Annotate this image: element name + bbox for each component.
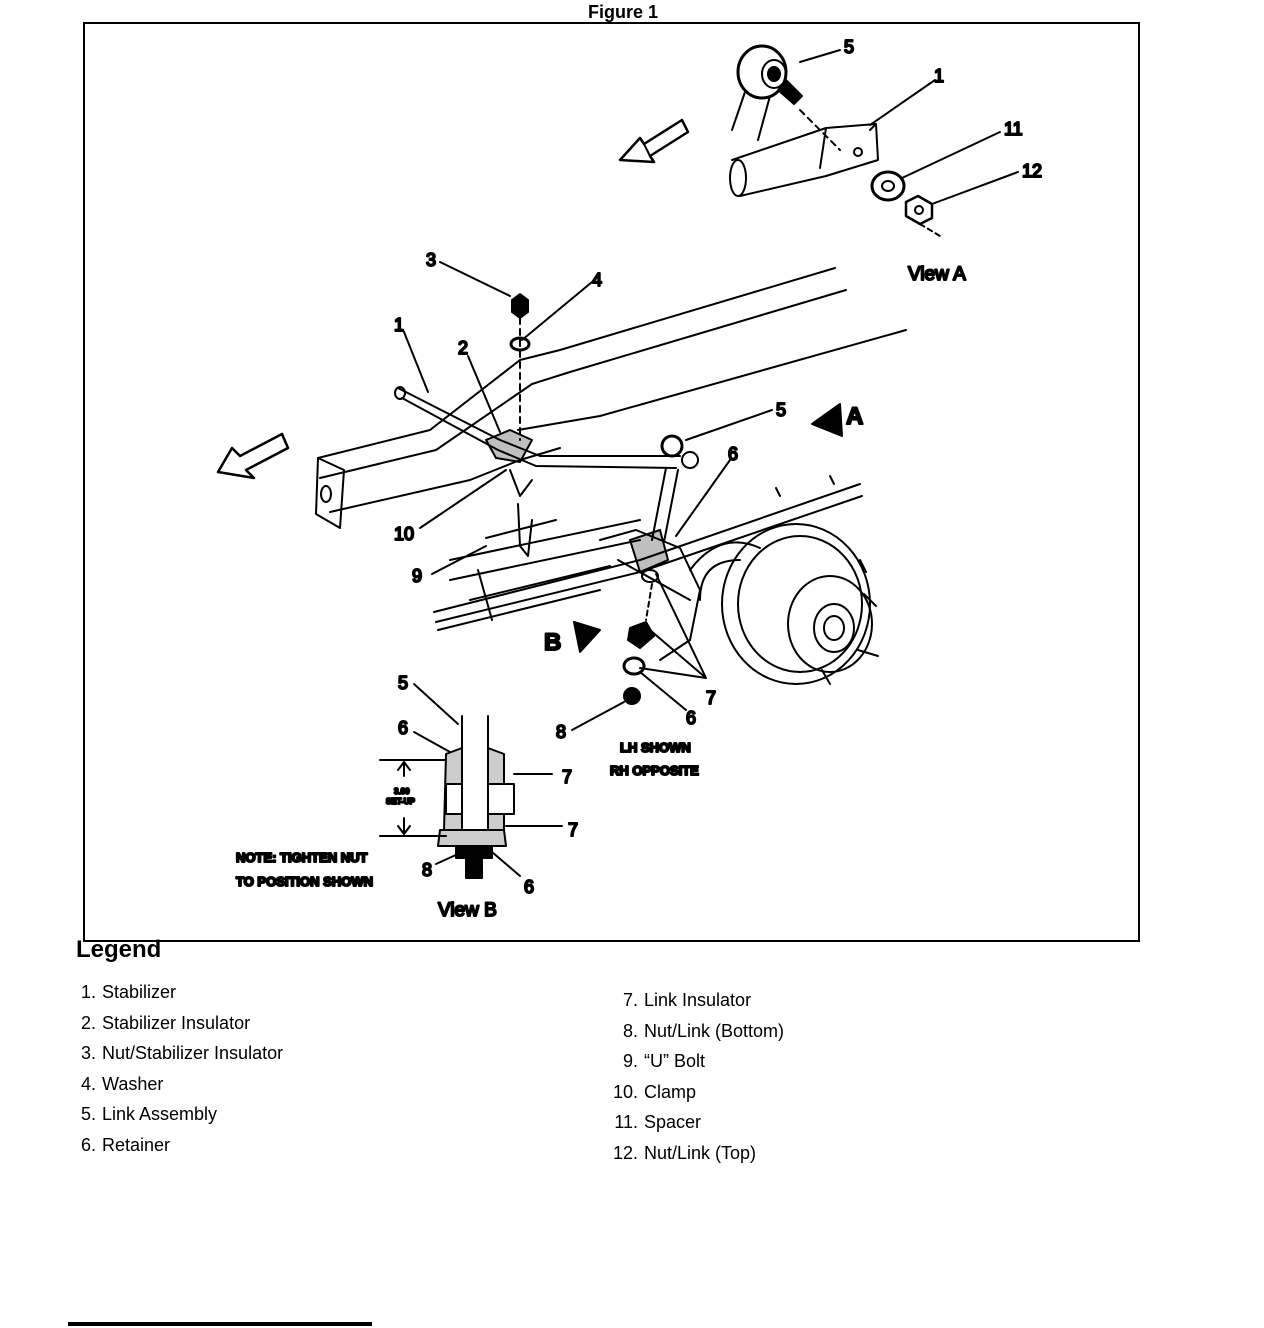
legend-item-number: 5. <box>80 1104 96 1124</box>
legend-item-text: Spacer <box>644 1112 702 1132</box>
callout-12-view-a: 12 <box>1022 161 1042 181</box>
legend-item-number: 4. <box>80 1073 96 1094</box>
callout-6: 6 <box>728 444 738 464</box>
legend-item: 1. Stabilizer <box>68 982 283 1013</box>
callout-4: 4 <box>592 270 602 290</box>
setup-dimension-label: SET-UP <box>386 797 416 806</box>
tighten-note-line2: TO POSITION SHOWN <box>236 874 373 889</box>
legend-item: 4. Washer <box>68 1074 283 1105</box>
arrow-b-label: B <box>544 629 561 656</box>
legend-left-column: 1. Stabilizer 2. Stabilizer Insulator 3. Nu… <box>68 982 283 1165</box>
legend-item: 9. “U” Bolt <box>610 1051 784 1082</box>
legend-item-text: Stabilizer <box>102 982 177 1002</box>
legend-item-text: Link Assembly <box>102 1104 218 1124</box>
legend-item-number: 10. <box>612 1081 638 1102</box>
bottom-rule <box>68 1322 372 1326</box>
legend-item-text: Retainer <box>102 1134 171 1155</box>
callout-6-view-b-lower: 6 <box>524 877 534 897</box>
legend-item-number: 11. <box>614 1112 638 1132</box>
legend-item-number: 8. <box>622 1020 638 1041</box>
view-a-illustration <box>618 44 1019 237</box>
callout-7: 7 <box>706 688 716 708</box>
tighten-note-line1: NOTE: TIGHTEN NUT <box>236 850 367 865</box>
legend-item: 2. Stabilizer Insulator <box>68 1013 283 1044</box>
rh-opposite-note: RH OPPOSITE <box>610 763 699 778</box>
callout-9: 9 <box>412 566 422 586</box>
legend-item-text: Nut/Stabilizer Insulator <box>102 1043 284 1063</box>
legend-title: Legend <box>76 936 162 963</box>
legend-item-text: Nut/Link (Top) <box>644 1142 757 1163</box>
legend-item-number: 9. <box>622 1051 638 1071</box>
view-b-illustration <box>379 683 563 879</box>
callout-8-view-b: 8 <box>422 860 432 880</box>
legend-item: 6. Retainer <box>68 1135 283 1166</box>
callout-5-view-b: 5 <box>398 673 408 693</box>
callout-2: 2 <box>458 338 468 358</box>
legend-item-number: 6. <box>80 1134 96 1155</box>
callout-7-view-b-upper: 7 <box>562 767 572 787</box>
legend-item-text: Nut/Link (Bottom) <box>644 1020 785 1041</box>
lh-shown-note: LH SHOWN <box>620 740 691 755</box>
legend-item: 12. Nut/Link (Top) <box>610 1143 784 1174</box>
callout-1: 1 <box>394 315 404 335</box>
callout-3: 3 <box>426 250 436 270</box>
main-assembly-illustration <box>216 261 907 731</box>
legend-right-column: 7. Link Insulator 8. Nut/Link (Bottom) 9. “… <box>610 990 784 1173</box>
callout-1-view-a: 1 <box>934 66 944 86</box>
legend-item: 8. Nut/Link (Bottom) <box>610 1021 784 1052</box>
callout-8: 8 <box>556 722 566 742</box>
callout-5-view-a: 5 <box>844 37 854 57</box>
figure-title: Figure 1 <box>588 2 659 22</box>
legend-item: 11. Spacer <box>610 1112 784 1143</box>
legend-item-number: 1. <box>80 982 96 1002</box>
legend-item-text: Clamp <box>644 1081 697 1102</box>
callout-6-lower: 6 <box>686 708 696 728</box>
callout-7-view-b-lower: 7 <box>568 820 578 840</box>
legend-item-text: Washer <box>102 1073 164 1094</box>
legend-item: 3. Nut/Stabilizer Insulator <box>68 1043 283 1074</box>
view-a-label: View A <box>908 264 966 285</box>
legend-item: 7. Link Insulator <box>610 990 784 1021</box>
callout-10: 10 <box>394 524 414 544</box>
setup-dimension-value: 3.00 <box>394 787 410 796</box>
legend-item-text: Stabilizer Insulator <box>102 1012 251 1033</box>
legend-item: 10. Clamp <box>610 1082 784 1113</box>
callout-6-view-b: 6 <box>398 718 408 738</box>
legend-item: 5. Link Assembly <box>68 1104 283 1135</box>
legend-item-number: 12. <box>612 1142 638 1163</box>
figure-frame <box>83 22 1140 942</box>
legend-item-text: “U” Bolt <box>644 1051 706 1071</box>
view-b-label: View B <box>438 900 497 921</box>
callout-5: 5 <box>776 400 786 420</box>
callout-11-view-a: 11 <box>1004 119 1023 139</box>
arrow-a-label: A <box>846 403 863 430</box>
legend-item-number: 7. <box>622 990 638 1010</box>
legend-item-number: 3. <box>80 1043 96 1063</box>
legend-item-number: 2. <box>80 1012 96 1033</box>
legend-item-text: Link Insulator <box>644 990 752 1010</box>
